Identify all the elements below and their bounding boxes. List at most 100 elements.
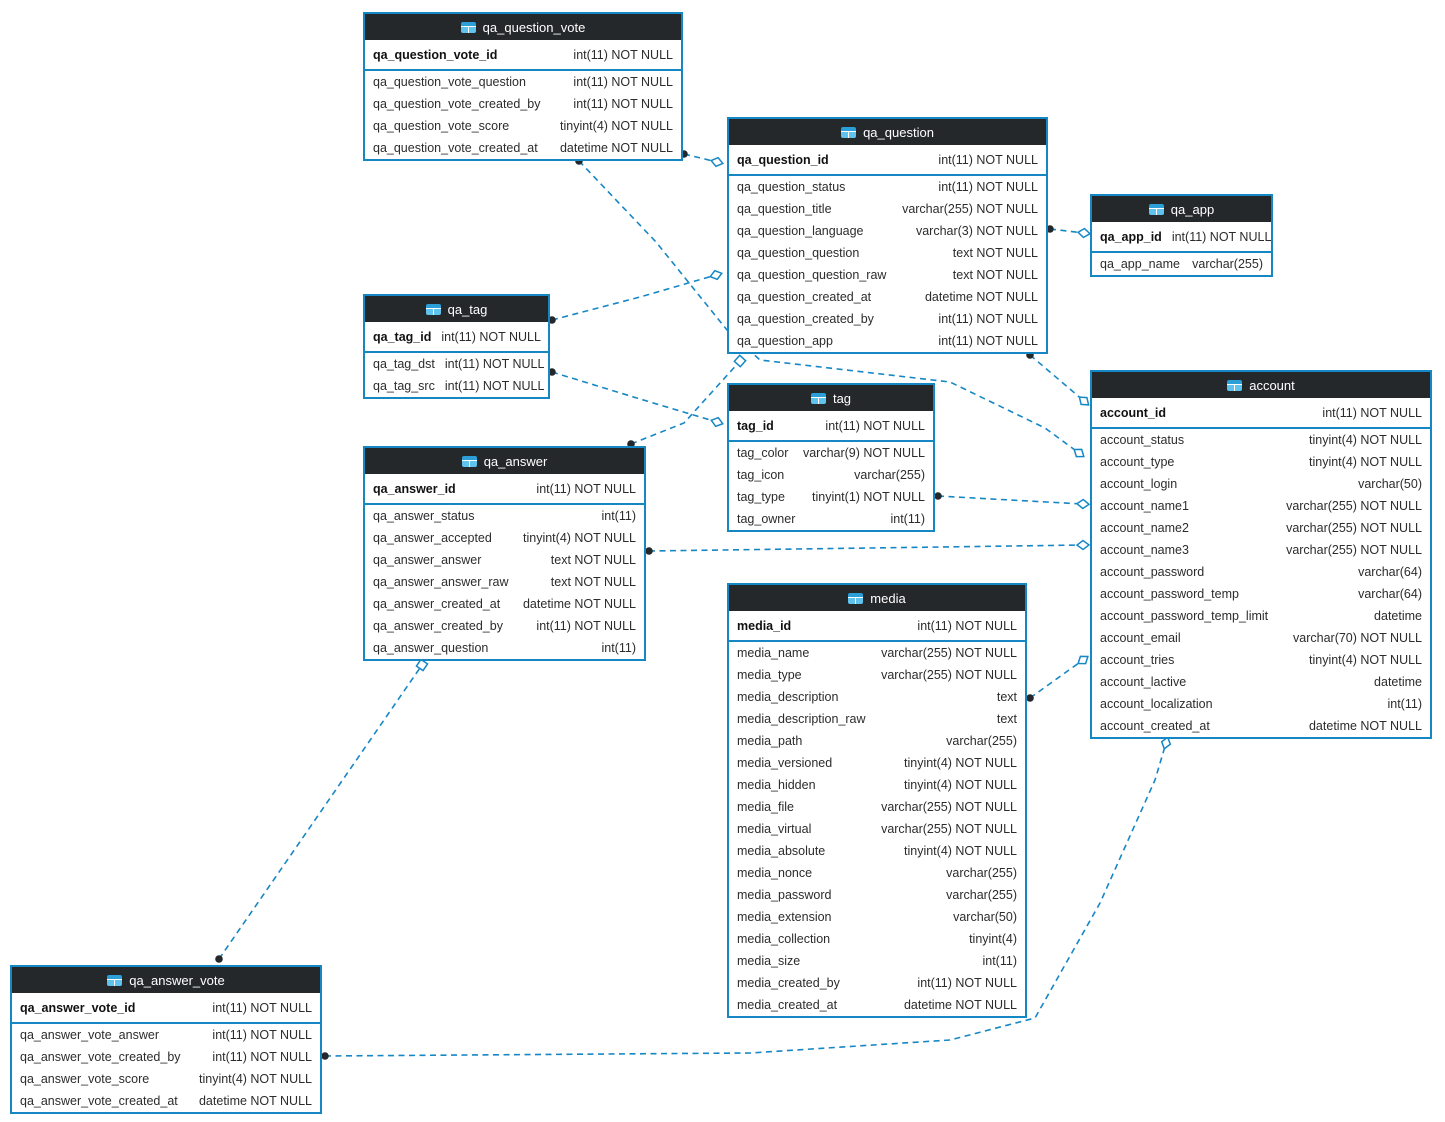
field-type: text NOT NULL [550, 575, 636, 589]
relation-qa_answer_vote-qa_answer[interactable] [218, 664, 423, 960]
table-header[interactable]: qa_question [729, 119, 1046, 145]
relation-media-account[interactable] [1029, 659, 1084, 699]
table-header[interactable]: account [1092, 372, 1430, 398]
field-name: qa_question_vote_question [373, 75, 526, 89]
table-header[interactable]: qa_app [1092, 196, 1271, 222]
relation-tag-account[interactable] [937, 495, 1084, 505]
relation-qa_question-qa_app[interactable] [1049, 228, 1085, 234]
relation-qa_tag-qa_question[interactable] [551, 274, 717, 321]
table-header[interactable]: qa_answer [365, 448, 644, 474]
relation-qa_answer-account[interactable] [648, 544, 1084, 552]
table-header[interactable]: qa_question_vote [365, 14, 681, 40]
relation-qa_question-account[interactable] [1029, 354, 1085, 402]
table-header[interactable]: tag [729, 385, 933, 411]
relation-qa_answer_vote-account[interactable] [324, 742, 1167, 1057]
table-header[interactable]: qa_tag [365, 296, 548, 322]
table-header[interactable]: media [729, 585, 1025, 611]
table-header[interactable]: qa_answer_vote [12, 967, 320, 993]
relation-qa_answer-qa_question[interactable] [630, 360, 741, 445]
relation-qa_question_vote-qa_question[interactable] [683, 153, 718, 163]
